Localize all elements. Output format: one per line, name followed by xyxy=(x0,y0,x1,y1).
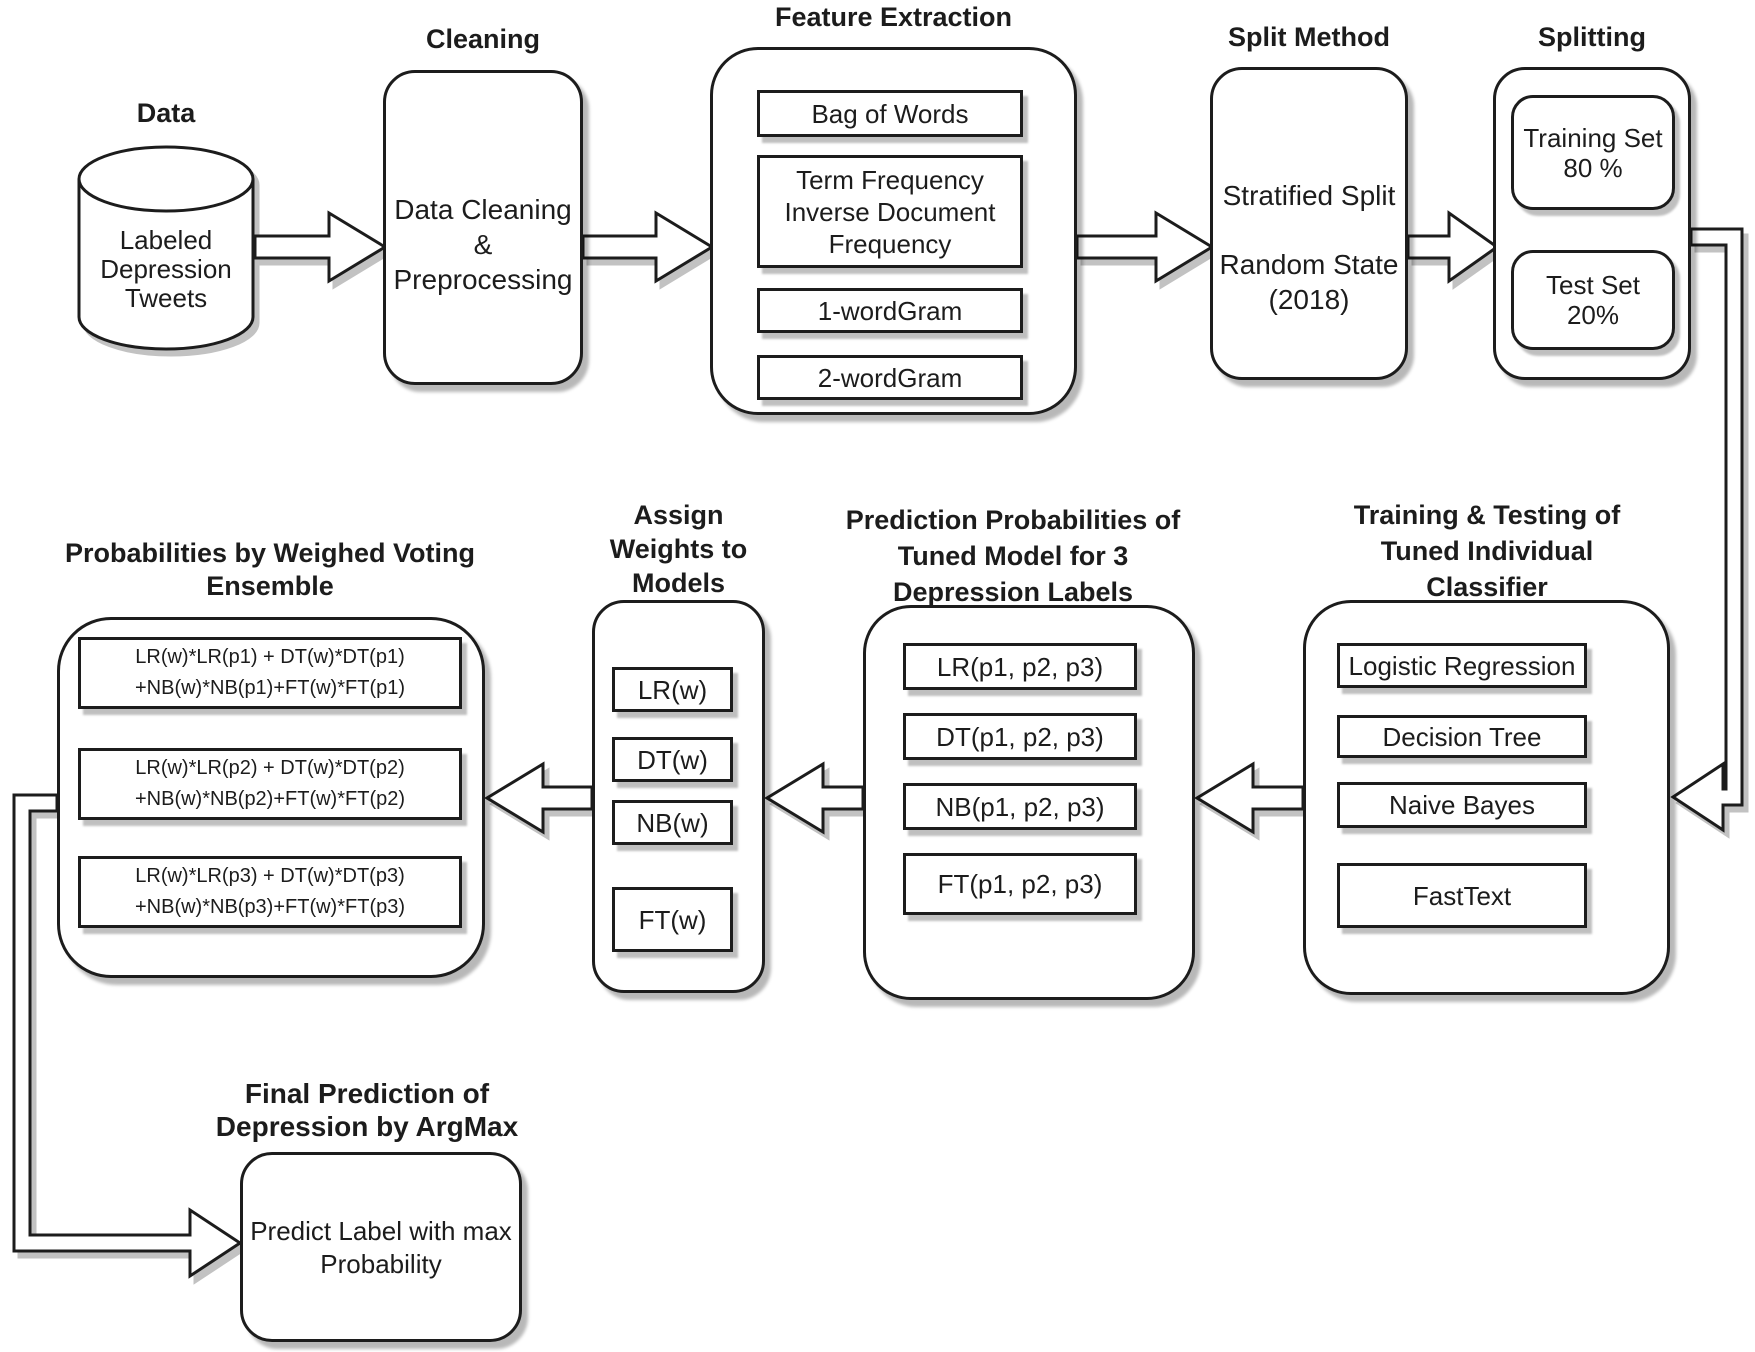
feature-item-tfidf: Term Frequency Inverse Document Frequenc… xyxy=(757,155,1023,268)
formula-line: +NB(w)*NB(p1)+FT(w)*FT(p1) xyxy=(134,677,406,699)
ensemble-stage-title: Probabilities by Weighed Voting Ensemble xyxy=(40,537,500,603)
ensemble-formula-p3: LR(w)*LR(p3) + DT(w)*DT(p3) +NB(w)*NB(p3… xyxy=(78,856,462,928)
connector-splitting-to-training xyxy=(1670,227,1744,833)
title-line: Tuned Model for 3 xyxy=(897,541,1129,571)
ensemble-formula-p1: LR(w)*LR(p1) + DT(w)*DT(p1) +NB(w)*NB(p1… xyxy=(78,637,462,709)
splitting-stage-title: Splitting xyxy=(1538,22,1646,52)
title-line: Weights to xyxy=(609,534,748,564)
arrow-cleaning-to-feature-extraction xyxy=(581,210,715,284)
final-prediction-stage-title: Final Prediction of Depression by ArgMax xyxy=(167,1077,567,1143)
cylinder-label-line: Tweets xyxy=(124,283,208,313)
prediction-nb-box: NB(p1, p2, p3) xyxy=(903,783,1137,830)
test-set-line: 20% xyxy=(1566,300,1620,330)
formula-line: +NB(w)*NB(p3)+FT(w)*FT(p3) xyxy=(134,896,406,918)
training-set-box: Training Set 80 % xyxy=(1511,95,1675,210)
final-prediction-block xyxy=(240,1152,522,1342)
prediction-ft-box: FT(p1, p2, p3) xyxy=(903,853,1137,915)
arrow-prediction-to-weights xyxy=(764,761,865,835)
cleaning-block-text: Data Cleaning & Preprocessing xyxy=(383,192,583,297)
training-testing-stage-title: Training & Testing of Tuned Individual C… xyxy=(1287,497,1687,605)
classifier-fasttext: FastText xyxy=(1337,863,1587,928)
final-prediction-text: Predict Label with max Probability xyxy=(240,1215,522,1281)
cleaning-stage-title: Cleaning xyxy=(425,24,540,54)
feature-item-2-wordgram: 2-wordGram xyxy=(757,355,1023,400)
split-method-line2: Random State (2018) xyxy=(1200,247,1418,317)
arrow-data-to-cleaning xyxy=(253,210,388,284)
final-text-line: Predict Label with max xyxy=(250,1216,512,1246)
classifier-logistic-regression: Logistic Regression xyxy=(1337,643,1587,688)
cleaning-text-line: Preprocessing xyxy=(393,264,573,295)
training-set-line: Training Set xyxy=(1523,122,1663,153)
weight-nb-box: NB(w) xyxy=(612,800,733,845)
title-line: Depression Labels xyxy=(892,577,1134,607)
cylinder-label-line: Depression xyxy=(100,254,232,284)
split-method-text: Random State xyxy=(1219,249,1399,280)
title-line: Probabilities by Weighed Voting xyxy=(64,538,476,568)
training-set-line: 80 % xyxy=(1563,152,1623,183)
feature-item-bag-of-words: Bag of Words xyxy=(757,90,1023,137)
prediction-probabilities-stage-title: Prediction Probabilities of Tuned Model … xyxy=(813,502,1213,610)
split-method-block xyxy=(1210,67,1408,380)
database-cylinder-shape xyxy=(77,145,255,351)
title-line: Assign xyxy=(633,500,724,530)
split-method-line1: Stratified Split xyxy=(1222,180,1396,211)
feature-extraction-stage-title: Feature Extraction xyxy=(774,2,1013,32)
tfidf-label: Term Frequency Inverse Document Frequenc… xyxy=(784,164,996,259)
ensemble-formula-p2: LR(w)*LR(p2) + DT(w)*DT(p2) +NB(w)*NB(p2… xyxy=(78,748,462,820)
weight-ft-box: FT(w) xyxy=(612,887,733,952)
connector-ensemble-to-final-prediction xyxy=(12,793,243,1279)
formula-line: LR(w)*LR(p2) + DT(w)*DT(p2) xyxy=(135,757,405,779)
prediction-lr-box: LR(p1, p2, p3) xyxy=(903,643,1137,690)
classifier-naive-bayes: Naive Bayes xyxy=(1337,782,1587,828)
split-method-text: (2018) xyxy=(1268,284,1350,315)
classifier-decision-tree: Decision Tree xyxy=(1337,715,1587,758)
arrow-training-to-prediction xyxy=(1194,761,1305,835)
formula-line: +NB(w)*NB(p2)+FT(w)*FT(p2) xyxy=(134,788,406,810)
assign-weights-stage-title: Assign Weights to Models xyxy=(592,498,765,600)
formula-line: LR(w)*LR(p3) + DT(w)*DT(p3) xyxy=(135,865,405,887)
database-cylinder-label: Labeled Depression Tweets xyxy=(77,226,255,313)
cleaning-text-line: Data Cleaning xyxy=(394,194,572,225)
cylinder-label-line: Labeled xyxy=(119,225,213,255)
title-line: Classifier xyxy=(1426,572,1548,602)
title-line: Prediction Probabilities of xyxy=(845,505,1181,535)
arrow-feature-extraction-to-split-method xyxy=(1075,210,1215,284)
arrow-split-method-to-splitting xyxy=(1406,210,1500,284)
title-line: Training & Testing of xyxy=(1353,500,1621,530)
formula-line: LR(w)*LR(p1) + DT(w)*DT(p1) xyxy=(135,646,405,668)
title-line: Ensemble xyxy=(206,571,334,601)
cleaning-text-line: & xyxy=(473,229,493,260)
arrow-weights-to-ensemble xyxy=(484,761,594,835)
title-line: Depression by ArgMax xyxy=(215,1111,519,1142)
split-method-stage-title: Split Method xyxy=(1228,22,1390,52)
cleaning-block xyxy=(383,70,583,385)
final-text-line: Probability xyxy=(320,1249,442,1279)
data-stage-title: Data xyxy=(136,98,196,128)
title-line: Final Prediction of xyxy=(244,1078,490,1109)
test-set-box: Test Set 20% xyxy=(1511,250,1675,350)
title-line: Models xyxy=(631,568,725,598)
title-line: Tuned Individual xyxy=(1380,536,1594,566)
feature-item-1-wordgram: 1-wordGram xyxy=(757,288,1023,333)
test-set-line: Test Set xyxy=(1546,270,1640,300)
prediction-dt-box: DT(p1, p2, p3) xyxy=(903,713,1137,760)
weight-lr-box: LR(w) xyxy=(612,667,733,712)
weight-dt-box: DT(w) xyxy=(612,737,733,782)
